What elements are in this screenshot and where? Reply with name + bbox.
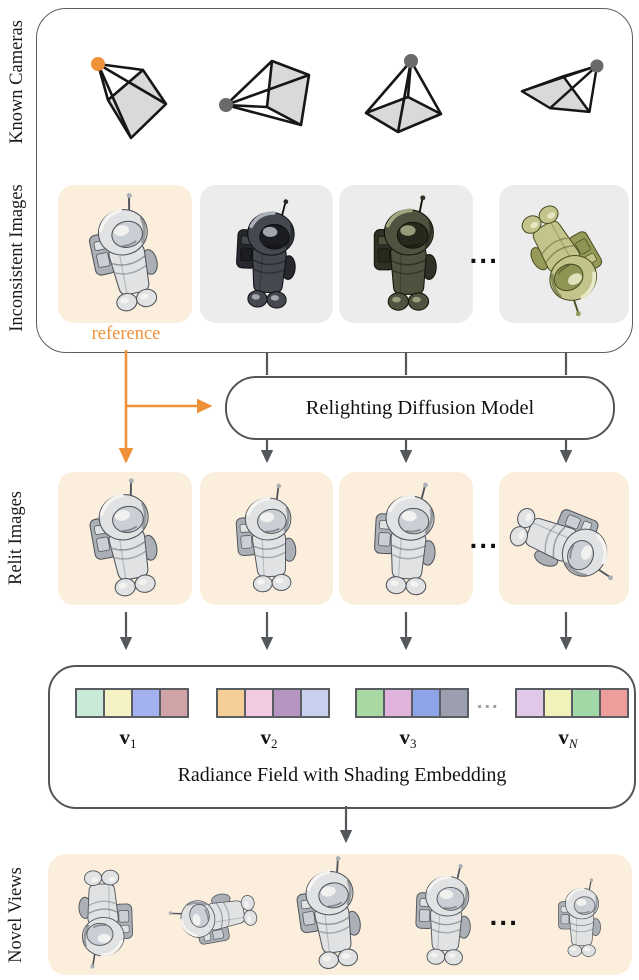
- astronaut-image: [219, 194, 315, 314]
- embedding-color-cell: [515, 688, 545, 718]
- astronaut-image: [77, 477, 173, 599]
- camera-dot-gray: [219, 98, 233, 112]
- camera-dot-gray: [404, 54, 418, 68]
- embedding-color-cell: [599, 688, 629, 718]
- astronaut-image: [62, 860, 148, 969]
- astronaut-image: [516, 194, 612, 317]
- embedding-color-cell: [543, 688, 573, 718]
- ellipsis-relit-row: ...: [469, 529, 499, 554]
- astronaut-image: [400, 859, 488, 971]
- relighting-diffusion-model-label: Relighting Diffusion Model: [305, 396, 535, 419]
- novel-views-strip: ...: [48, 854, 632, 975]
- astronaut-image: [509, 479, 613, 599]
- camera-dot-orange: [91, 57, 105, 71]
- shading-embedding-strip-2: [216, 688, 330, 718]
- astronaut-image: [358, 479, 454, 599]
- embedding-color-cell: [439, 688, 469, 718]
- radiance-field-caption: Radiance Field with Shading Embedding: [177, 764, 507, 786]
- shading-embedding-strip-N: [515, 688, 629, 718]
- input-image-tile-1: [58, 185, 192, 323]
- embedding-color-cell: [75, 688, 105, 718]
- shading-embedding-strip-3: [355, 688, 469, 718]
- relit-image-tile-3: [339, 472, 473, 605]
- embedding-color-cell: [411, 688, 441, 718]
- vector-label-v1: v1: [119, 725, 137, 751]
- side-label-novel-views: Novel Views: [6, 867, 26, 963]
- camera-frustum-icon-3: [351, 48, 461, 144]
- embedding-color-cell: [216, 688, 246, 718]
- side-label-relit-images: Relit Images: [6, 490, 26, 586]
- astronaut-image: [77, 193, 173, 314]
- vector-label-v3: v3: [399, 725, 417, 751]
- ellipsis-input-row: ...: [469, 244, 499, 269]
- embedding-color-cell: [355, 688, 385, 718]
- astronaut-image: [358, 194, 454, 314]
- reference-arrows: [118, 350, 213, 464]
- camera-dot-gray: [590, 59, 604, 73]
- embedding-color-cell: [300, 688, 330, 718]
- embedding-color-cell: [244, 688, 274, 718]
- relighting-diffusion-model-box: Relighting Diffusion Model: [225, 376, 615, 440]
- embedding-color-cell: [131, 688, 161, 718]
- astronaut-image: [540, 870, 620, 966]
- shading-embedding-strip-1: [75, 688, 189, 718]
- vector-label-v2: v2: [260, 725, 278, 751]
- input-image-tile-3: [339, 185, 473, 323]
- astronaut-image: [284, 856, 376, 972]
- input-image-tile-N: [499, 185, 629, 323]
- radiance-field-box: ... v1 v2 v3 vN Radiance Field with Shad…: [48, 665, 636, 809]
- astronaut-image: [168, 866, 258, 966]
- reference-label: reference: [91, 324, 161, 344]
- embedding-color-cell: [103, 688, 133, 718]
- input-image-tile-2: [200, 185, 333, 323]
- relit-image-tile-1: [58, 472, 192, 605]
- embedding-color-cell: [571, 688, 601, 718]
- embedding-color-cell: [383, 688, 413, 718]
- ellipsis-embedding-row: ...: [476, 693, 500, 712]
- astronaut-image: [219, 479, 315, 599]
- embedding-color-cell: [272, 688, 302, 718]
- camera-frustum-icon-1: [71, 48, 181, 144]
- camera-frustum-icon-N: [513, 50, 619, 140]
- embedding-color-cell: [159, 688, 189, 718]
- relit-image-tile-2: [200, 472, 333, 605]
- camera-frustum-icon-2: [212, 48, 322, 144]
- vector-label-vN: vN: [558, 725, 578, 751]
- ellipsis-novel-row: ...: [489, 906, 519, 931]
- side-label-inconsistent-images: Inconsistent Images: [7, 184, 27, 332]
- relit-image-tile-N: [499, 472, 629, 605]
